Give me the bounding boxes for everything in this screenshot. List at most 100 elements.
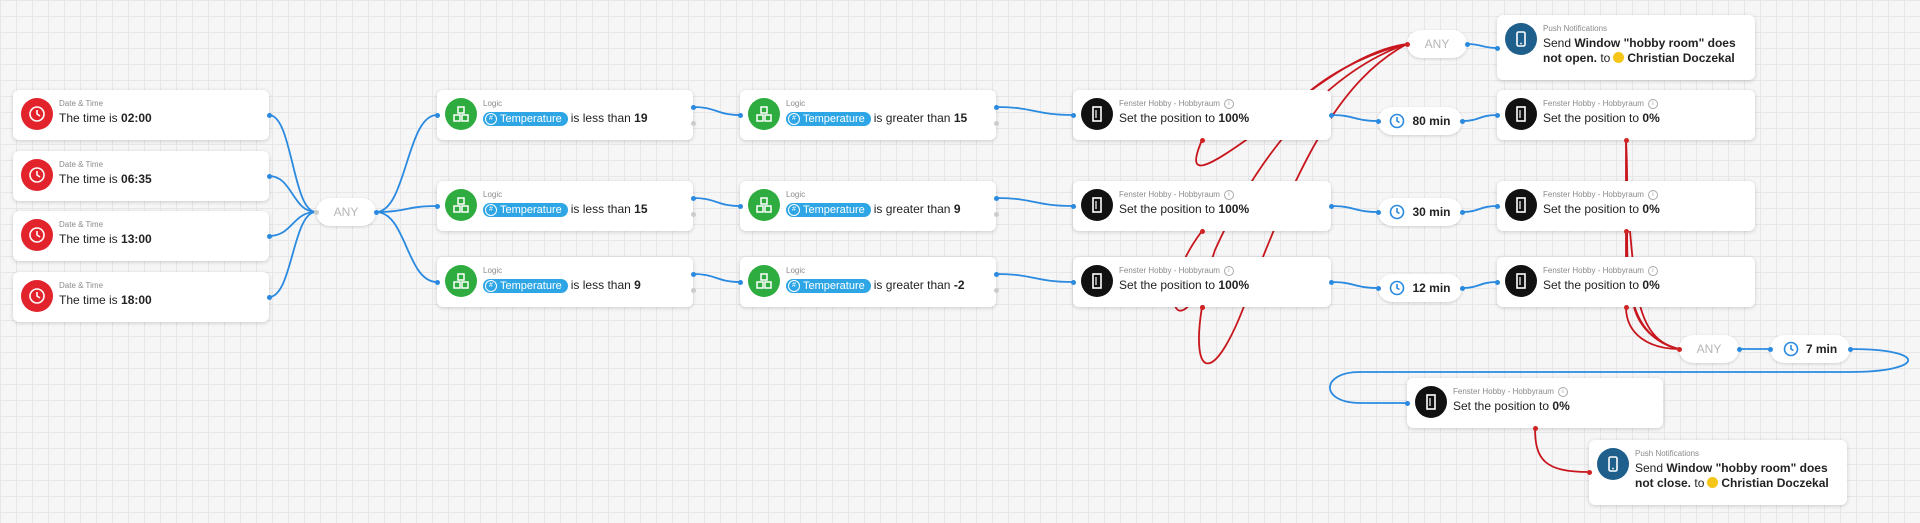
input-port[interactable] <box>737 112 743 118</box>
output-port-false[interactable] <box>993 120 999 126</box>
info-icon[interactable]: i <box>1647 190 1658 200</box>
any-gate-failure-close[interactable]: ANY <box>1679 335 1739 363</box>
output-port[interactable] <box>266 112 272 118</box>
input-port[interactable] <box>737 203 743 209</box>
output-port-false[interactable] <box>993 287 999 293</box>
input-port[interactable] <box>1494 203 1500 209</box>
output-port[interactable] <box>993 271 999 277</box>
input-port[interactable] <box>1070 279 1076 285</box>
input-port[interactable] <box>1404 41 1410 47</box>
output-port[interactable] <box>373 209 379 215</box>
output-port[interactable] <box>266 294 272 300</box>
temperature-tag[interactable]: #Temperature <box>786 111 871 126</box>
info-icon[interactable]: i <box>1223 99 1234 109</box>
output-port[interactable] <box>690 104 696 110</box>
wire-window-to-delay <box>1330 281 1379 289</box>
delay-7-min[interactable]: 7 min <box>1770 335 1850 363</box>
trigger-time-1300[interactable]: Date & Time The time is 13:00 <box>13 211 269 261</box>
output-port[interactable] <box>1328 279 1334 285</box>
input-port[interactable] <box>1070 112 1076 118</box>
delay-80-min[interactable]: 80 min <box>1378 107 1462 135</box>
failure-port[interactable] <box>1623 228 1629 234</box>
trigger-time-0200[interactable]: Date & Time The time is 02:00 <box>13 90 269 140</box>
window-icon <box>1415 386 1447 418</box>
output-port[interactable] <box>1464 41 1470 47</box>
wire-window-to-delay <box>1330 114 1379 122</box>
input-port[interactable] <box>1767 346 1773 352</box>
output-port-false[interactable] <box>690 287 696 293</box>
failure-port[interactable] <box>1199 304 1205 310</box>
input-port[interactable] <box>434 112 440 118</box>
output-port[interactable] <box>1328 203 1334 209</box>
trigger-time-1800[interactable]: Date & Time The time is 18:00 <box>13 272 269 322</box>
failure-port[interactable] <box>1199 137 1205 143</box>
info-icon[interactable]: i <box>1223 266 1234 276</box>
input-port[interactable] <box>1494 45 1500 51</box>
output-port[interactable] <box>266 233 272 239</box>
delay-12-min[interactable]: 12 min <box>1378 274 1462 302</box>
input-port[interactable] <box>1404 400 1410 406</box>
logic-blocks-icon <box>445 189 477 221</box>
output-port[interactable] <box>1459 285 1465 291</box>
output-port[interactable] <box>1459 209 1465 215</box>
output-port[interactable] <box>993 104 999 110</box>
output-port[interactable] <box>993 195 999 201</box>
input-port[interactable] <box>1494 279 1500 285</box>
any-gate-failure-open[interactable]: ANY <box>1407 30 1467 58</box>
output-port[interactable] <box>1328 112 1334 118</box>
push-notification-not-open[interactable]: Push Notifications Send Window "hobby ro… <box>1497 15 1755 80</box>
input-port[interactable] <box>313 209 319 215</box>
failure-port[interactable] <box>1623 304 1629 310</box>
input-port[interactable] <box>1375 118 1381 124</box>
input-port[interactable] <box>1375 209 1381 215</box>
push-notification-not-close[interactable]: Push Notifications Send Window "hobby ro… <box>1589 440 1847 505</box>
temperature-tag[interactable]: #Temperature <box>483 278 568 293</box>
info-icon[interactable]: i <box>1223 190 1234 200</box>
temperature-tag[interactable]: #Temperature <box>483 202 568 217</box>
info-icon[interactable]: i <box>1647 266 1658 276</box>
input-port[interactable] <box>1676 346 1682 352</box>
output-port[interactable] <box>1847 346 1853 352</box>
input-port[interactable] <box>1070 203 1076 209</box>
output-port[interactable] <box>266 173 272 179</box>
input-port[interactable] <box>1586 469 1592 475</box>
input-port[interactable] <box>434 203 440 209</box>
any-gate-triggers[interactable]: ANY <box>316 198 376 226</box>
temperature-tag[interactable]: #Temperature <box>483 111 568 126</box>
input-port[interactable] <box>1494 112 1500 118</box>
output-port[interactable] <box>1736 346 1742 352</box>
output-port-false[interactable] <box>690 120 696 126</box>
output-port[interactable] <box>690 271 696 277</box>
input-port[interactable] <box>434 279 440 285</box>
info-icon[interactable]: i <box>1647 99 1658 109</box>
temperature-tag[interactable]: #Temperature <box>786 278 871 293</box>
failure-port[interactable] <box>1532 425 1538 431</box>
output-port[interactable] <box>1459 118 1465 124</box>
input-port[interactable] <box>737 279 743 285</box>
temperature-tag[interactable]: #Temperature <box>786 202 871 217</box>
delay-30-min[interactable]: 30 min <box>1378 198 1462 226</box>
input-port[interactable] <box>1375 285 1381 291</box>
trigger-time-0635[interactable]: Date & Time The time is 06:35 <box>13 151 269 201</box>
output-port-false[interactable] <box>993 211 999 217</box>
failure-port[interactable] <box>1199 228 1205 234</box>
failure-port[interactable] <box>1623 137 1629 143</box>
info-icon[interactable]: i <box>1557 387 1568 397</box>
output-port-false[interactable] <box>690 211 696 217</box>
output-port[interactable] <box>690 195 696 201</box>
